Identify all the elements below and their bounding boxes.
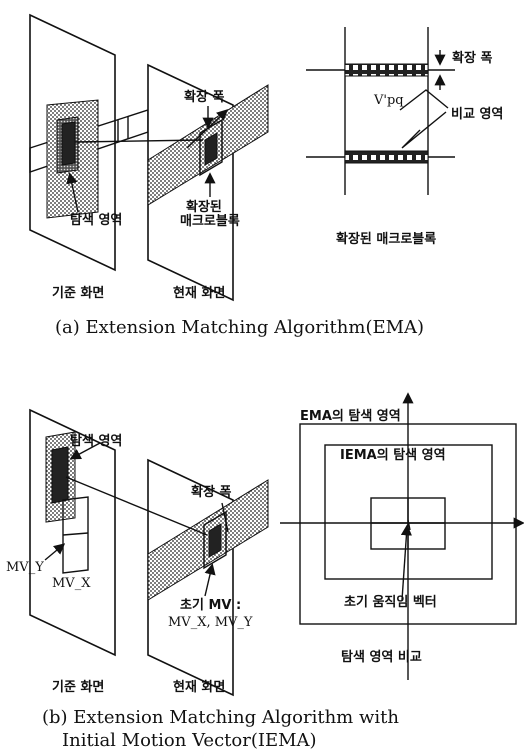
- search-area-comparison: [280, 392, 524, 680]
- caption-b-line2: Initial Motion Vector(IEMA): [62, 730, 317, 751]
- ext-macroblock-caption: 확장된 매크로블록: [336, 231, 436, 247]
- initial-mv-label-1: 초기 MV :: [180, 598, 241, 613]
- initial-motion-vector-label: 초기 움직임 벡터: [344, 594, 437, 610]
- part-b: 탐색 영역 확장 폭 MV_Y MV_X 초기 MV : MV_X, MV_Y …: [6, 392, 524, 751]
- mv-y-label: MV_Y: [6, 560, 44, 575]
- caption-a: (a) Extension Matching Algorithm(EMA): [55, 317, 424, 338]
- reference-frame-label-a: 기준 화면: [52, 285, 104, 301]
- initial-mv-label-2: MV_X, MV_Y: [168, 615, 253, 630]
- caption-b-line1: (b) Extension Matching Algorithm with: [42, 707, 399, 728]
- extension-width-label-b: 확장 폭: [191, 484, 231, 500]
- iema-search-area-label: IEMA의 탐색 영역: [340, 447, 446, 463]
- search-area-label-a: 탐색 영역: [70, 212, 122, 228]
- ext-macroblock-label-1: 확장된: [186, 199, 222, 215]
- reference-frame-label-b: 기준 화면: [52, 679, 104, 695]
- vpq-label: V'pq: [373, 93, 404, 108]
- current-frame-label-a: 현재 화면: [173, 285, 225, 301]
- match-line-a: [74, 139, 204, 143]
- reference-frame-a: [29, 13, 149, 272]
- match-line-b: [65, 476, 208, 536]
- iema-search-box: [324, 444, 493, 580]
- current-frame-label-b: 현재 화면: [173, 679, 225, 695]
- ema-search-area-label: EMA의 탐색 영역: [300, 408, 401, 424]
- part-a: 탐색 영역 확장 폭 확장된 매크로블록 확장 폭 V'pq 비교 영역 확장된…: [29, 13, 503, 338]
- ext-macroblock-label-2: 매크로블록: [180, 214, 240, 229]
- extension-band-b: [147, 479, 269, 601]
- extension-width-label-a: 확장 폭: [184, 89, 224, 105]
- search-area-label-b: 탐색 영역: [70, 433, 122, 449]
- mv-x-label: MV_X: [52, 576, 91, 591]
- compare-area-label: 비교 영역: [451, 106, 503, 122]
- ema-search-box: [299, 423, 517, 625]
- macroblock-detail-a: [306, 27, 455, 195]
- search-area-compare-label: 탐색 영역 비교: [341, 649, 422, 665]
- extension-width-label-a2: 확장 폭: [452, 50, 492, 66]
- reference-frame-b: [29, 408, 116, 657]
